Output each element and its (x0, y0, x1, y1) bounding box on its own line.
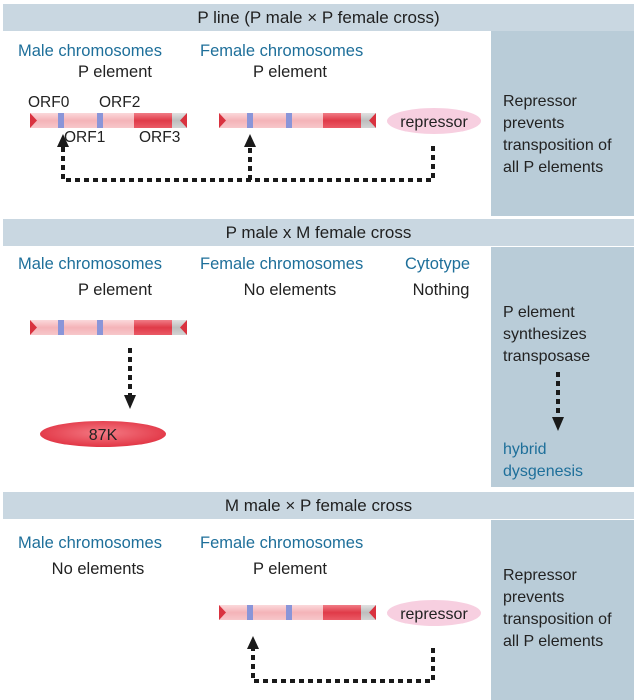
panel3-side-line-3: transposition of (503, 611, 612, 628)
panel2-side-result: hybrid dysgenesis (503, 439, 633, 483)
panel3-side-text: Repressor prevents transposition of all … (503, 565, 633, 653)
panel1-arrowhead-female (244, 134, 256, 147)
panel3-female-sub: P element (253, 560, 327, 578)
panel3-male-heading: Male chromosomes (18, 534, 162, 552)
panel3-banner: M male × P female cross (3, 492, 634, 519)
panel2-side-line-1: P element (503, 304, 575, 321)
panel1-female-p-element (219, 113, 376, 128)
panel3-female-p-element (219, 605, 376, 620)
panel2-male-sub: P element (78, 281, 152, 299)
panel1-orf0-label: ORF0 (28, 94, 70, 111)
panel1-repressor-oval: repressor (387, 108, 481, 134)
panel3-side-line-4: all P elements (503, 633, 604, 650)
panel2-side-result-line-2: dysgenesis (503, 463, 584, 480)
panel2-side-text: P element synthesizes transposase (503, 302, 633, 368)
panel1-side-line-2: prevents (503, 115, 565, 132)
panel2-side-box: P element synthesizes transposase hybrid… (491, 247, 634, 487)
panel1-side-box: Repressor prevents transposition of all … (491, 31, 634, 216)
panel1-orf2-label: ORF2 (99, 94, 141, 111)
panel1-male-p-element (30, 113, 187, 128)
panel2-cytotype-sub: Nothing (412, 281, 470, 299)
panel1-female-heading: Female chromosomes (200, 42, 364, 60)
panel2-side-result-line-1: hybrid (503, 441, 547, 458)
panel3-repressor-label: repressor (400, 606, 468, 623)
panel1-orf1-label: ORF1 (64, 129, 106, 146)
panel3-repressor-arrow (251, 648, 435, 683)
panel3-male-sub: No elements (51, 560, 145, 578)
panel1-side-line-4: all P elements (503, 159, 604, 176)
panel1-repressor-arrow (61, 145, 435, 182)
panel3-side-line-1: Repressor (503, 567, 577, 584)
panel2-female-sub: No elements (243, 281, 337, 299)
panel3-female-heading: Female chromosomes (200, 534, 364, 552)
panel1-male-heading: Male chromosomes (18, 42, 162, 60)
panel2-transcription-arrowhead (124, 395, 136, 409)
panel1-repressor-label: repressor (400, 114, 468, 131)
panel2-side-line-2: synthesizes (503, 326, 587, 343)
panel2-side-line-3: transposase (503, 348, 591, 365)
panel2-male-heading: Male chromosomes (18, 255, 162, 273)
panel3-arrowhead-female (247, 636, 259, 649)
panel1-banner: P line (P male × P female cross) (3, 4, 634, 31)
panel2-male-p-element (30, 320, 187, 335)
panel1-side-text: Repressor prevents transposition of all … (503, 91, 633, 179)
panel1-side-line-3: transposition of (503, 137, 612, 154)
panel3-side-box: Repressor prevents transposition of all … (491, 520, 634, 700)
panel3-side-line-2: prevents (503, 589, 565, 606)
panel2-side-arrowhead (552, 417, 564, 431)
panel2-female-heading: Female chromosomes (200, 255, 364, 273)
panel2-87k-label: 87K (89, 427, 118, 444)
panel1-arrowhead-male (57, 134, 69, 147)
panel2-banner: P male x M female cross (3, 219, 634, 246)
panel1-female-sub: P element (253, 63, 327, 81)
panel1-male-sub: P element (78, 63, 152, 81)
panel1-orf3-label: ORF3 (139, 129, 181, 146)
panel3-repressor-oval: repressor (387, 600, 481, 626)
panel1-side-line-1: Repressor (503, 93, 577, 110)
panel2-87k-protein: 87K (40, 421, 166, 447)
panel2-cytotype-heading: Cytotype (405, 255, 471, 273)
